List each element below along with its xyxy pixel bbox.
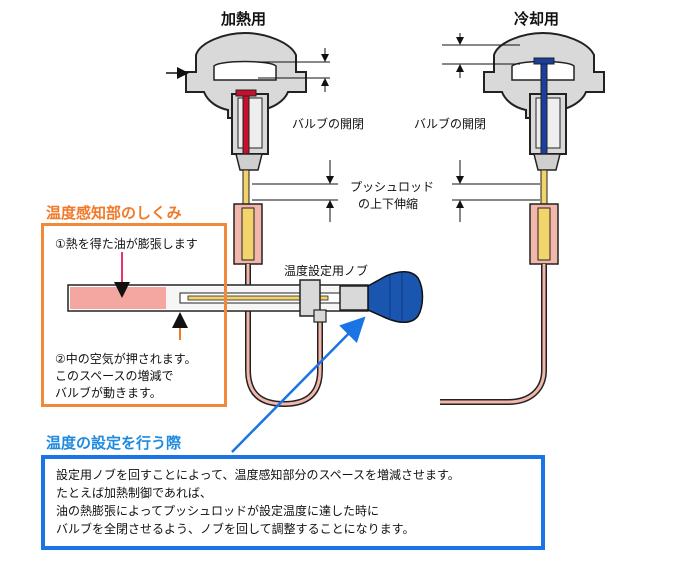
heating-valve [166, 31, 307, 213]
knob-label: 温度設定用ノブ [284, 264, 369, 278]
heating-valve-stem [242, 91, 250, 155]
cooling-title: 冷却用 [514, 10, 560, 28]
knob-icon [367, 271, 424, 323]
sensing-note-2-line1: ②中の空気が押されます。 [55, 352, 197, 366]
setting-line-1: 設定用ノブを回すことによって、温度感知部分のスペースを増減させます。 [56, 468, 460, 482]
setting-line-2: たとえば加熱制御であれば、 [56, 486, 212, 500]
setting-line-3: 油の熱膨張によってプッシュロッドが設定温度に達した時に [56, 504, 380, 518]
knob-pointer-arrow-icon [231, 316, 366, 453]
setting-section-box [41, 455, 545, 550]
cooling-valve [483, 31, 605, 213]
heating-title: 加熱用 [221, 10, 267, 28]
setting-section-title: 温度の設定を行う際 [46, 434, 182, 452]
sensing-section-box [41, 223, 227, 407]
pushrod-label-line1: プッシュロッド [350, 180, 435, 194]
valve-open-close-label-right: バルブの開閉 [414, 117, 487, 131]
left-capillary [233, 203, 323, 408]
cooling-valve-stem [540, 61, 548, 155]
valve-open-close-label-left: バルブの開閉 [292, 117, 365, 131]
setting-line-4: バルブを全閉させるよう、ノブを回して調整することになります。 [56, 522, 415, 536]
sensing-note-2-line2: このスペースの増減で [55, 369, 174, 383]
oil-region [70, 287, 166, 309]
pushrod-label-line2: の上下伸縮 [358, 197, 419, 211]
sensing-note-1: ①熱を得た油が膨張します [55, 237, 198, 251]
dimension-lines [252, 33, 540, 222]
sensing-section-title: 温度感知部のしくみ [46, 204, 182, 222]
sensing-note-2-line3: バルブが動きます。 [55, 386, 162, 400]
right-capillary [440, 203, 559, 405]
